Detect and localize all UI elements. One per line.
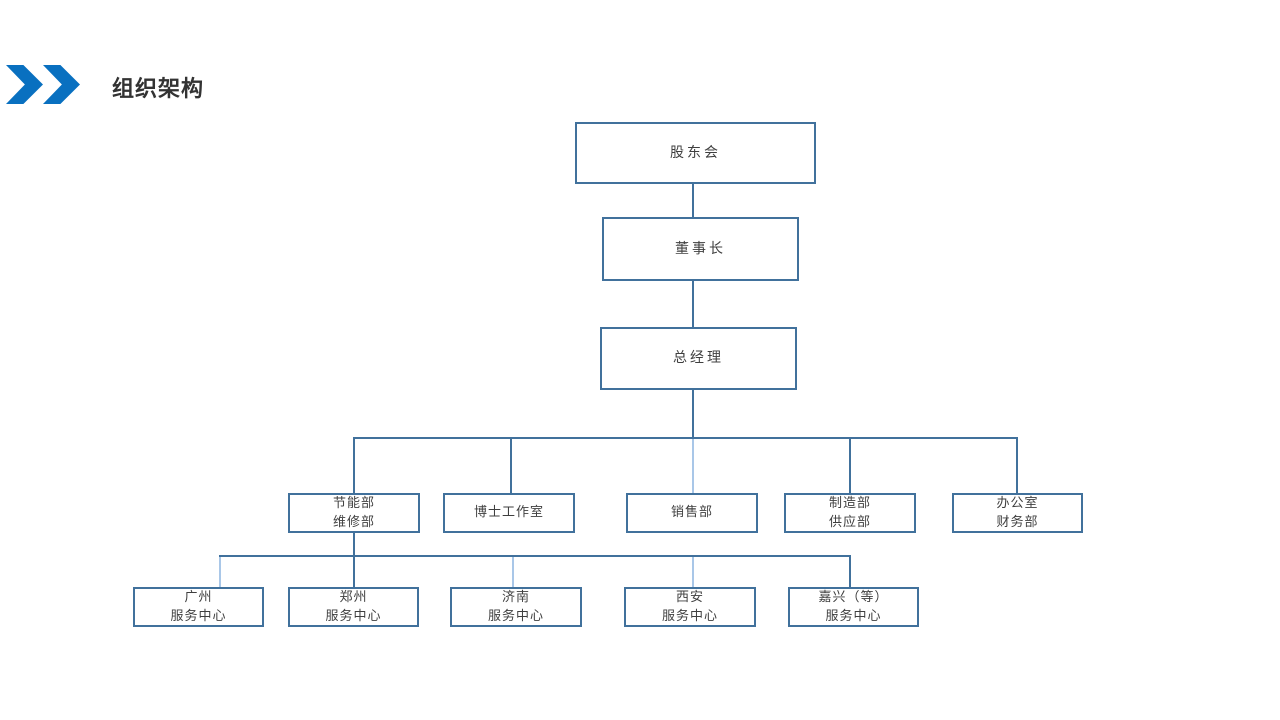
org-node-jinan-service-center: 济南 服务中心 <box>450 587 582 627</box>
connector-drop-zhengzhou <box>353 555 355 587</box>
org-node-label: 股东会 <box>670 144 721 161</box>
connector-drop-jiaxing <box>849 555 851 587</box>
chevron-right-icon <box>43 65 80 104</box>
connector-drop-sales-dept <box>692 439 694 493</box>
org-node-general-manager: 总经理 <box>600 327 797 390</box>
org-node-label: 财务部 <box>996 515 1039 530</box>
org-node-manufacturing-supply-dept: 制造部 供应部 <box>784 493 916 533</box>
org-node-label: 制造部 <box>828 495 871 511</box>
org-node-label: 博士工作室 <box>473 505 544 521</box>
org-node-label: 西安 <box>675 589 704 605</box>
connector-chairman-gm <box>692 281 694 327</box>
org-node-label: 广州 <box>184 589 213 605</box>
connector-gm-down <box>692 390 694 437</box>
org-node-label: 办公室 <box>996 495 1039 511</box>
connector-drop-guangzhou <box>219 557 221 587</box>
org-node-zhengzhou-service-center: 郑州 服务中心 <box>288 587 419 627</box>
chevron-right-icon <box>6 65 43 104</box>
connector-drop-manufacturing-dept <box>849 437 851 493</box>
org-node-phd-studio: 博士工作室 <box>443 493 575 533</box>
org-node-label: 郑州 <box>339 589 368 605</box>
org-node-label: 服务中心 <box>487 609 544 624</box>
connector-service-bus <box>219 555 851 557</box>
connector-drop-phd-studio <box>510 437 512 493</box>
org-node-jiaxing-service-center: 嘉兴（等） 服务中心 <box>788 587 919 627</box>
org-node-label: 董事长 <box>675 240 726 257</box>
connector-shareholders-chairman <box>692 184 694 217</box>
org-node-label: 服务中心 <box>825 609 882 624</box>
org-node-label: 销售部 <box>670 505 713 521</box>
org-node-label: 嘉兴（等） <box>818 589 889 605</box>
connector-energy-dept-down <box>353 533 355 555</box>
org-node-label: 服务中心 <box>170 609 227 624</box>
org-node-label: 维修部 <box>332 515 375 530</box>
org-node-label: 节能部 <box>332 495 375 511</box>
org-node-guangzhou-service-center: 广州 服务中心 <box>133 587 264 627</box>
org-node-label: 总经理 <box>673 350 724 367</box>
org-node-label: 供应部 <box>828 515 871 530</box>
connector-drop-office-dept <box>1016 437 1018 493</box>
org-node-xian-service-center: 西安 服务中心 <box>624 587 756 627</box>
org-node-office-finance-dept: 办公室 财务部 <box>952 493 1083 533</box>
org-node-shareholders-meeting: 股东会 <box>575 122 816 184</box>
connector-drop-jinan <box>512 557 514 587</box>
connector-drop-energy-dept <box>353 437 355 493</box>
page-title: 组织架构 <box>112 77 205 102</box>
org-node-label: 服务中心 <box>661 609 718 624</box>
org-node-sales-dept: 销售部 <box>626 493 758 533</box>
connector-drop-xian <box>692 557 694 587</box>
org-node-label: 济南 <box>501 589 530 605</box>
org-node-energy-maintenance-dept: 节能部 维修部 <box>288 493 420 533</box>
org-node-chairman: 董事长 <box>602 217 799 281</box>
connector-dept-bus <box>354 437 1018 439</box>
org-node-label: 服务中心 <box>325 609 382 624</box>
